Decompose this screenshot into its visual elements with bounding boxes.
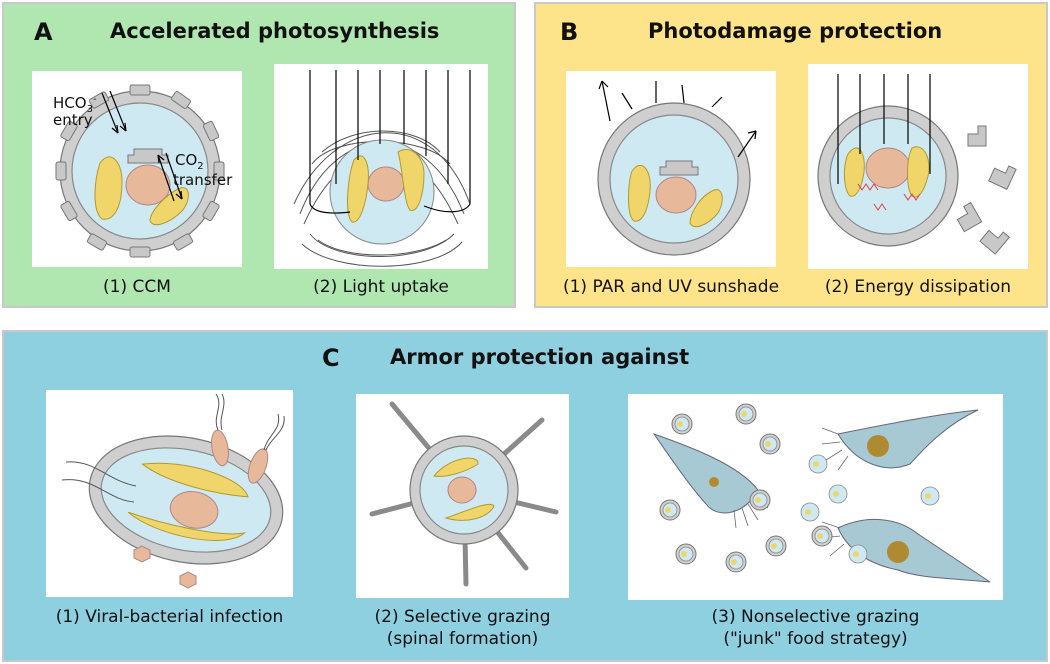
viruses	[133, 545, 197, 589]
coccolith-ring	[55, 84, 225, 258]
ccm-figure: HCO3- entry CO2 transfer	[32, 71, 242, 267]
nonselective-grazing-caption-1: (3) Nonselective grazing	[711, 607, 920, 627]
co2-subscript: 2	[197, 161, 204, 172]
light-uptake-figure	[274, 64, 488, 269]
co2-text: CO	[175, 151, 198, 169]
light-uptake-illustration	[293, 70, 471, 267]
panel-c: C Armor protection against	[2, 330, 1048, 662]
ccm-cell-illustration	[55, 84, 225, 258]
panel-a-letter: A	[34, 18, 53, 46]
panel-b-letter: B	[560, 18, 579, 46]
nonselective-grazing-caption-2: ("junk" food strategy)	[723, 629, 908, 649]
panel-a: A Accelerated photosynthesis	[2, 2, 516, 308]
viral-infection-figure	[46, 390, 293, 597]
light-rays	[309, 70, 471, 214]
energy-dissipation-caption: (2) Energy dissipation	[824, 277, 1012, 297]
panel-b-title: Photodamage protection	[648, 19, 943, 43]
light-uptake-caption: (2) Light uptake	[313, 277, 449, 297]
panel-b: B Photodamage protection (1) PAR and UV …	[534, 2, 1048, 308]
nonselective-grazing-figure	[628, 394, 1003, 600]
sunshade-caption: (1) PAR and UV sunshade	[562, 277, 780, 297]
shed-coccoliths	[956, 125, 1017, 255]
panel-c-title: Armor protection against	[390, 345, 690, 369]
energy-dissipation-illustration	[817, 74, 1017, 255]
hco3-text: HCO	[53, 94, 87, 112]
incident-rays	[837, 74, 931, 184]
sunshade-cell-illustration	[597, 80, 757, 256]
co2-transfer-arrows	[157, 152, 183, 202]
transfer-label: transfer	[173, 171, 233, 189]
entry-label: entry	[53, 111, 93, 129]
bicarbonate-entry-arrows	[101, 90, 127, 134]
viral-infection-illustration	[61, 393, 285, 589]
bacteria	[211, 429, 269, 484]
co2-label: CO2	[175, 151, 204, 176]
panel-c-letter: C	[322, 344, 340, 372]
selective-grazing-caption-1: (2) Selective grazing	[374, 607, 551, 627]
panel-a-title: Accelerated photosynthesis	[110, 19, 440, 43]
dissipation-waves	[857, 183, 921, 211]
ccm-caption: (1) CCM	[103, 277, 171, 297]
coccolithophore-prey	[659, 403, 940, 573]
grazer-nuclei	[709, 435, 909, 563]
selective-grazing-caption-2: (spinal formation)	[386, 629, 539, 649]
grazers	[652, 409, 991, 583]
energy-dissipation-figure	[808, 64, 1028, 269]
sunshade-figure	[566, 71, 776, 267]
flagella	[61, 393, 285, 503]
hco3-label: HCO3-	[53, 91, 97, 119]
viral-infection-caption: (1) Viral-bacterial infection	[55, 607, 284, 627]
spinal-formation-illustration	[369, 401, 559, 587]
hco3-subscript: 3	[86, 104, 93, 115]
reflected-rays	[598, 80, 757, 158]
hco3-superscript: -	[92, 94, 97, 105]
junk-food-illustration	[652, 403, 991, 583]
selective-grazing-figure	[356, 394, 569, 598]
